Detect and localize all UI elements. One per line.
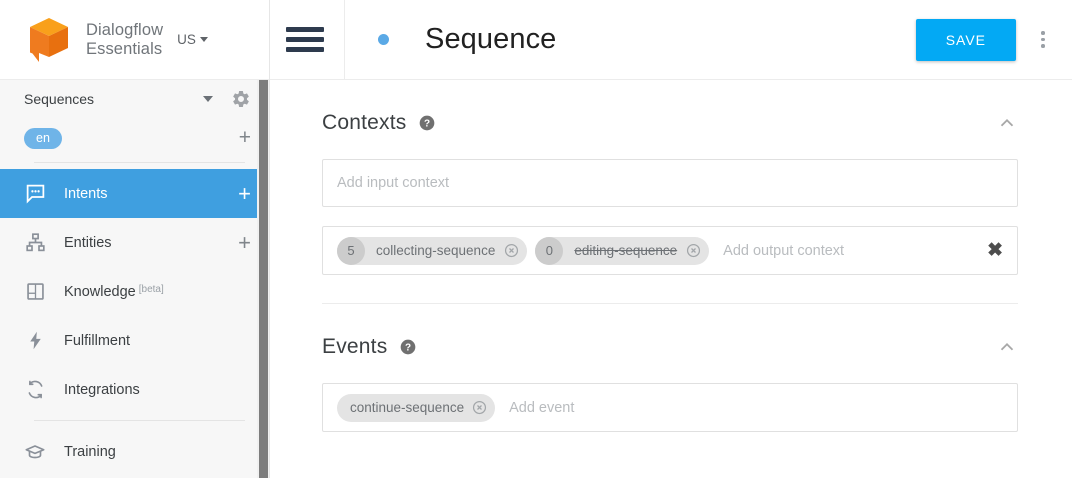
save-button[interactable]: SAVE bbox=[915, 18, 1016, 61]
knowledge-book-icon bbox=[24, 281, 46, 303]
agent-name: Sequences bbox=[24, 91, 95, 107]
integrations-refresh-icon bbox=[24, 379, 46, 401]
caret-down-icon[interactable] bbox=[203, 96, 213, 102]
context-lifespan-count: 5 bbox=[337, 236, 365, 265]
context-lifespan-count: 0 bbox=[535, 236, 564, 265]
add-intent-icon[interactable]: + bbox=[238, 180, 251, 206]
input-context-field[interactable]: Add input context bbox=[322, 159, 1018, 207]
sidebar-scrollbar-thumb[interactable] bbox=[259, 80, 268, 478]
sidebar-item-knowledge[interactable]: Knowledge [beta] bbox=[0, 267, 269, 316]
training-graduation-cap-icon bbox=[24, 441, 46, 463]
sidebar-divider bbox=[34, 162, 245, 163]
event-chip-label: continue-sequence bbox=[350, 400, 465, 415]
sidebar-item-label: Integrations bbox=[64, 381, 140, 398]
output-context-placeholder: Add output context bbox=[723, 242, 845, 259]
agent-selector[interactable]: Sequences bbox=[0, 80, 269, 118]
sidebar: Dialogflow Essentials US Sequences en + bbox=[0, 0, 270, 478]
help-question-icon[interactable]: ? bbox=[419, 115, 435, 131]
svg-text:?: ? bbox=[405, 342, 411, 353]
region-selector[interactable]: US bbox=[177, 32, 208, 47]
context-chip-label: editing-sequence bbox=[574, 243, 678, 258]
brand-name-line1: Dialogflow bbox=[86, 20, 164, 39]
language-row: en + bbox=[0, 118, 269, 158]
events-section: Events ? continue- bbox=[322, 304, 1018, 432]
clear-contexts-button[interactable]: ✖ bbox=[987, 240, 1003, 261]
gear-icon[interactable] bbox=[231, 89, 251, 109]
add-language-icon[interactable]: + bbox=[238, 126, 251, 149]
brand-name-line2: Essentials bbox=[86, 39, 163, 58]
topbar-actions: SAVE bbox=[915, 18, 1072, 61]
status-dot-icon bbox=[378, 34, 389, 45]
sidebar-item-label: Entities bbox=[64, 234, 112, 251]
chip-remove-icon[interactable] bbox=[472, 400, 487, 415]
sidebar-divider bbox=[34, 420, 245, 421]
output-context-chip[interactable]: 5 collecting-sequence bbox=[337, 236, 528, 265]
page-title: Sequence bbox=[425, 23, 557, 55]
language-chip-en[interactable]: en bbox=[24, 127, 62, 149]
contexts-title: Contexts bbox=[322, 111, 407, 134]
events-title: Events bbox=[322, 335, 388, 358]
brand-header[interactable]: Dialogflow Essentials US bbox=[0, 0, 269, 80]
top-bar: Sequence SAVE bbox=[270, 0, 1072, 80]
sidebar-item-label: Knowledge [beta] bbox=[64, 284, 251, 300]
kebab-more-icon[interactable] bbox=[1028, 20, 1058, 60]
main-panel: Sequence SAVE Contexts ? bbox=[270, 0, 1072, 478]
input-context-placeholder: Add input context bbox=[337, 175, 450, 191]
intent-editor-content: Contexts ? Add input context bbox=[270, 80, 1072, 432]
events-header: Events ? bbox=[322, 330, 1018, 364]
chip-remove-icon[interactable] bbox=[686, 243, 701, 258]
brand-name: Dialogflow Essentials bbox=[86, 21, 163, 59]
event-chip[interactable]: continue-sequence bbox=[337, 393, 496, 422]
chip-remove-icon[interactable] bbox=[504, 243, 519, 258]
sidebar-item-intents[interactable]: Intents + bbox=[0, 169, 269, 218]
add-entity-icon[interactable]: + bbox=[238, 229, 251, 255]
help-question-icon[interactable]: ? bbox=[400, 339, 416, 355]
beta-badge: [beta] bbox=[138, 283, 164, 295]
sidebar-nav: Intents + Entities + bbox=[0, 169, 269, 476]
events-field[interactable]: continue-sequence Add event bbox=[322, 383, 1018, 432]
sidebar-item-fulfillment[interactable]: Fulfillment bbox=[0, 316, 269, 365]
section-divider bbox=[322, 303, 1018, 304]
contexts-header: Contexts ? bbox=[322, 106, 1018, 140]
sidebar-item-label: Training bbox=[64, 443, 116, 460]
contexts-section: Contexts ? Add input context bbox=[322, 80, 1018, 304]
context-chip-label: collecting-sequence bbox=[376, 243, 496, 258]
hamburger-menu-icon[interactable] bbox=[286, 27, 324, 52]
sidebar-item-label: Fulfillment bbox=[64, 332, 131, 349]
knowledge-text: Knowledge bbox=[64, 283, 136, 300]
caret-down-icon bbox=[199, 37, 208, 42]
entities-hierarchy-icon bbox=[24, 232, 46, 254]
svg-text:?: ? bbox=[424, 118, 430, 129]
sidebar-item-entities[interactable]: Entities + bbox=[0, 218, 269, 267]
fulfillment-bolt-icon bbox=[24, 330, 46, 352]
event-placeholder: Add event bbox=[509, 399, 575, 416]
toolbar-separator bbox=[344, 0, 345, 80]
sidebar-item-training[interactable]: Training bbox=[0, 427, 269, 476]
chevron-up-icon[interactable] bbox=[996, 112, 1018, 134]
sidebar-item-label: Intents bbox=[64, 185, 108, 202]
output-context-field[interactable]: 5 collecting-sequence 0 editing-sequence bbox=[322, 226, 1018, 275]
sidebar-item-integrations[interactable]: Integrations bbox=[0, 365, 269, 414]
output-context-chip[interactable]: 0 editing-sequence bbox=[535, 236, 710, 265]
region-label: US bbox=[177, 32, 196, 47]
chevron-up-icon[interactable] bbox=[996, 336, 1018, 358]
dialogflow-cube-logo bbox=[26, 16, 72, 64]
intents-chat-icon bbox=[24, 183, 46, 205]
